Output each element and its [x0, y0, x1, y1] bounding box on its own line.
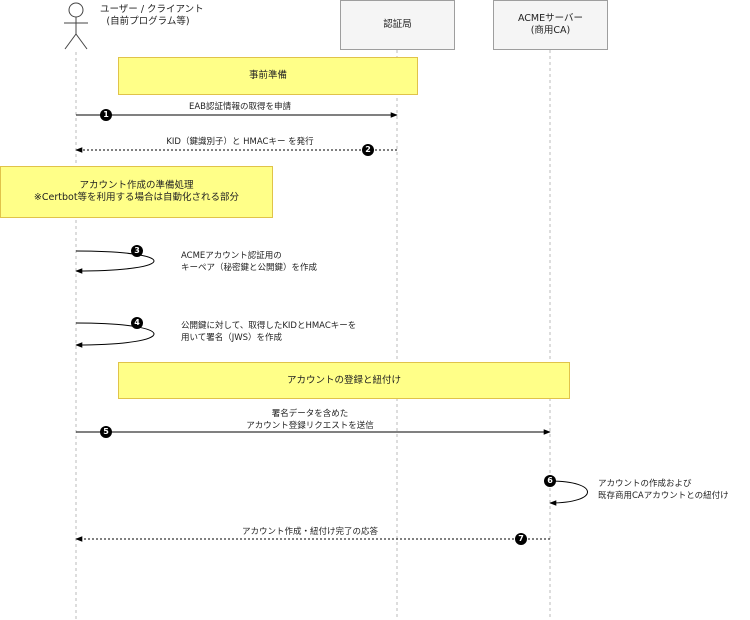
step-2-badge: 2	[362, 144, 374, 156]
note-account-prep-subtitle: ※Certbot等を利用する場合は自動化される部分	[33, 192, 240, 203]
auth-actor-label: 認証局	[383, 19, 412, 30]
message-3-arrow	[75, 250, 155, 274]
user-actor-subname: (自前プログラム等)	[106, 16, 190, 27]
acme-actor-sublabel: (商用CA)	[530, 25, 571, 36]
message-6-arrow	[549, 480, 588, 506]
step-6-badge: 6	[544, 475, 556, 487]
message-7-label: アカウント作成・紐付け完了の応答	[241, 527, 378, 537]
step-3-badge: 3	[131, 245, 143, 257]
user-actor-name: ユーザー / クライアント	[100, 4, 204, 15]
auth-actor-box: 認証局	[340, 0, 455, 50]
note-prep: 事前準備	[118, 57, 418, 95]
note-account-prep: アカウント作成の準備処理 ※Certbot等を利用する場合は自動化される部分	[0, 166, 273, 218]
message-6-label: アカウントの作成および 既存商用CAアカウントとの紐付け	[598, 479, 729, 501]
user-actor-label: ユーザー / クライアント (自前プログラム等)	[100, 4, 204, 28]
note-account-prep-title: アカウント作成の準備処理	[79, 180, 194, 191]
message-4-arrow	[75, 322, 155, 348]
note-prep-text: 事前準備	[248, 70, 287, 81]
user-actor-icon	[64, 2, 88, 50]
message-1-label: EAB認証情報の取得を申請	[188, 102, 292, 112]
note-register: アカウントの登録と紐付け	[118, 362, 570, 399]
message-2-label: KID（鍵識別子）と HMACキー を発行	[166, 137, 314, 147]
acme-actor-box: ACMEサーバー (商用CA)	[493, 0, 608, 50]
message-3-label: ACMEアカウント認証用の キーペア（秘密鍵と公開鍵）を作成	[181, 251, 318, 273]
message-5-label: 署名データを含めた アカウント登録リクエストを送信	[246, 409, 374, 431]
note-register-text: アカウントの登録と紐付け	[286, 374, 401, 386]
step-1-badge: 1	[100, 109, 112, 121]
message-4-label: 公開鍵に対して、取得したKIDとHMACキーを 用いて署名（JWS）を作成	[181, 321, 357, 343]
acme-actor-label: ACMEサーバー	[517, 13, 584, 24]
step-4-badge: 4	[131, 317, 143, 329]
step-7-badge: 7	[515, 533, 527, 545]
step-5-badge: 5	[100, 426, 112, 438]
